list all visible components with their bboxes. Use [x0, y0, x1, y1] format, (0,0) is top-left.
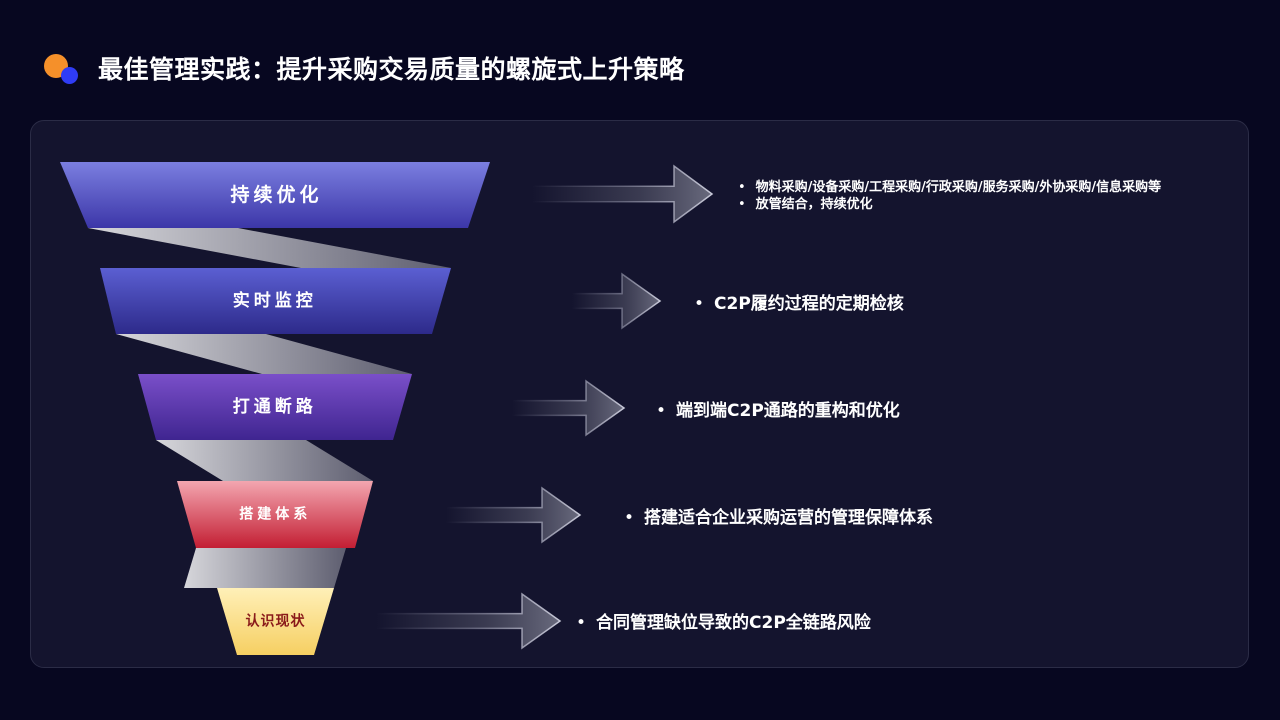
funnel-level-2: [100, 268, 451, 334]
funnel-level-label: 搭建体系: [239, 506, 311, 523]
bullet-text: 搭建适合企业采购运营的管理保障体系: [624, 507, 933, 529]
funnel-level-label: 持续优化: [230, 183, 322, 206]
bullet-text: 放管结合，持续优化: [738, 196, 873, 213]
funnel-ribbon: [184, 548, 346, 588]
funnel-level-3: [138, 374, 412, 440]
funnel-level-1: [60, 162, 490, 228]
logo-icon: [44, 54, 80, 88]
logo-blue-dot: [61, 67, 78, 84]
funnel-ribbon: [88, 228, 451, 268]
bullet-text: 端到端C2P通路的重构和优化: [656, 400, 900, 422]
funnel-level-label: 实时监控: [233, 290, 317, 311]
bullet-text: 物料采购/设备采购/工程采购/行政采购/服务采购/外协采购/信息采购等: [738, 179, 1162, 196]
bullet-text: 合同管理缺位导致的C2P全链路风险: [576, 612, 871, 634]
page-title: 最佳管理实践：提升采购交易质量的螺旋式上升策略: [98, 55, 685, 84]
funnel-level-5: [217, 588, 334, 655]
arrow-right-icon: [511, 379, 626, 437]
arrow-right-icon: [445, 486, 582, 544]
arrow-right-icon: [571, 272, 662, 330]
funnel-level-label: 认识现状: [246, 613, 306, 630]
arrow-right-icon: [375, 592, 562, 650]
funnel-ribbon: [116, 334, 412, 374]
funnel-ribbon: [156, 440, 373, 481]
arrow-right-icon: [531, 164, 714, 224]
funnel-level-4: [177, 481, 373, 548]
funnel-level-label: 打通断路: [233, 396, 317, 417]
bullet-text: C2P履约过程的定期检核: [694, 293, 904, 315]
